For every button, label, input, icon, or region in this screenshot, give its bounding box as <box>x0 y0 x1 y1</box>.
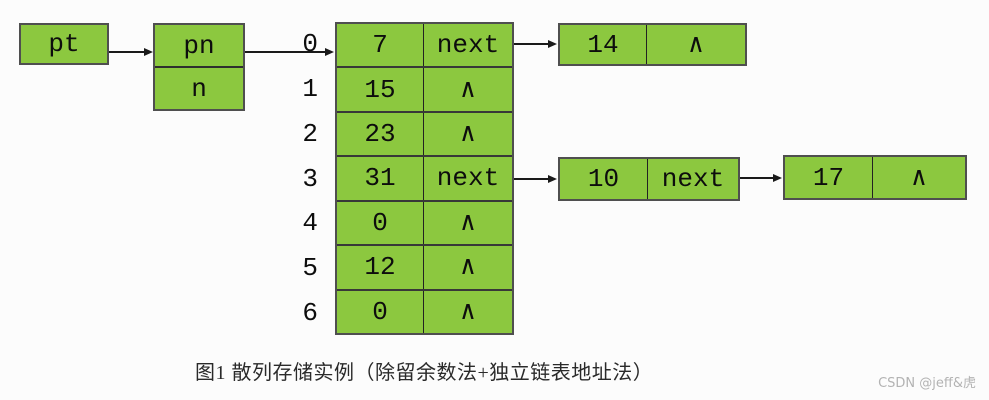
table-cell-value: 15 <box>337 68 424 111</box>
arrow-shaft <box>740 177 773 179</box>
arrow-head-icon <box>548 40 557 48</box>
arrow-shaft <box>109 51 144 53</box>
arrow-head-icon <box>144 48 153 56</box>
chain-node-10: 10 next <box>558 157 740 201</box>
hash-index-1: 1 <box>302 74 318 105</box>
table-cell-value: 0 <box>337 201 424 245</box>
pt-pointer-box: pt <box>19 23 109 65</box>
table-row-4: 0 ∧ <box>337 199 512 245</box>
arrow-shaft <box>514 43 548 45</box>
arrow-head-icon <box>325 48 334 56</box>
hash-index-5: 5 <box>302 252 318 283</box>
arrow-shaft <box>514 178 548 180</box>
csdn-watermark: CSDN @jeff&虎 <box>878 376 976 391</box>
arrow-pn-to-table <box>245 47 334 57</box>
hash-index-2: 2 <box>302 118 318 149</box>
table-cell-pointer: ∧ <box>424 201 512 245</box>
table-row-3: 31 next <box>337 155 512 200</box>
arrow-node10-to-node17 <box>740 173 782 183</box>
hash-index-3: 3 <box>302 163 318 194</box>
hash-index-column: 0 1 2 3 4 5 6 <box>268 22 320 335</box>
table-cell-value: 31 <box>337 157 424 200</box>
chain-node-14: 14 ∧ <box>558 23 747 66</box>
arrow-shaft <box>245 51 325 53</box>
pn-label: pn <box>155 25 243 66</box>
table-cell-pointer: ∧ <box>424 112 512 156</box>
node-value: 14 <box>560 25 647 64</box>
node-pointer: next <box>648 159 738 199</box>
hash-table: 7 next 15 ∧ 23 ∧ 31 next 0 ∧ 12 ∧ 0 ∧ <box>335 22 514 335</box>
figure-caption: 图1 散列存储实例（除留余数法+独立链表地址法） <box>195 362 654 384</box>
table-row-6: 0 ∧ <box>337 288 512 333</box>
table-cell-value: 0 <box>337 290 424 333</box>
node-value: 17 <box>785 157 873 198</box>
hash-index-4: 4 <box>302 208 318 239</box>
arrow-row0-to-node14 <box>514 39 557 49</box>
n-label: n <box>155 66 243 109</box>
table-cell-pointer: ∧ <box>424 246 512 289</box>
table-cell-pointer: next <box>424 157 512 200</box>
pt-label: pt <box>21 25 107 63</box>
table-row-5: 12 ∧ <box>337 244 512 289</box>
table-cell-pointer: ∧ <box>424 290 512 333</box>
table-row-0: 7 next <box>337 24 512 67</box>
table-cell-value: 7 <box>337 24 424 67</box>
arrow-head-icon <box>773 174 782 182</box>
hash-index-6: 6 <box>302 297 318 328</box>
table-cell-value: 23 <box>337 112 424 156</box>
node-value: 10 <box>560 159 648 199</box>
table-cell-pointer: ∧ <box>424 68 512 111</box>
arrow-head-icon <box>548 175 557 183</box>
arrow-pt-to-pn <box>109 47 153 57</box>
table-row-2: 23 ∧ <box>337 110 512 156</box>
pn-struct-box: pn n <box>153 23 245 111</box>
arrow-row3-to-node10 <box>514 174 557 184</box>
table-row-1: 15 ∧ <box>337 66 512 111</box>
hash-index-0: 0 <box>302 29 318 60</box>
node-pointer: ∧ <box>873 157 965 198</box>
table-cell-value: 12 <box>337 246 424 289</box>
table-cell-pointer: next <box>424 24 512 67</box>
chain-node-17: 17 ∧ <box>783 155 967 200</box>
node-pointer: ∧ <box>647 25 745 64</box>
